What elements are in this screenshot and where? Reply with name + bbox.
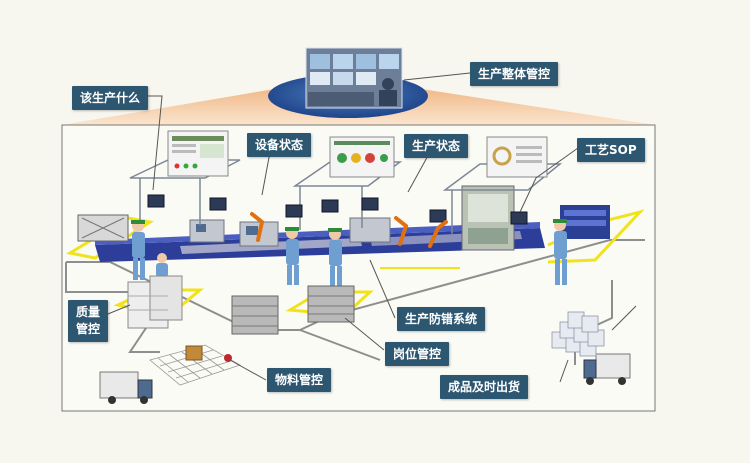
robot-arm-icon [250, 212, 448, 248]
terminal-screens [147, 194, 528, 225]
worker-icon [328, 228, 342, 286]
label-what-to-produce: 该生产什么 [72, 86, 149, 110]
line-machine-1 [189, 219, 225, 243]
monitor-icon [167, 130, 229, 177]
label-quality-control-line1: 质量 [75, 305, 100, 319]
monitor-icon [329, 136, 395, 178]
worker-icon [156, 253, 168, 277]
label-process-sop: 工艺SOP [577, 138, 645, 162]
worker-icon [131, 220, 145, 280]
label-finished-delivery: 成品及时出货 [440, 375, 529, 399]
gantry-3 [442, 163, 563, 235]
label-production-status: 生产状态 [404, 134, 469, 158]
rack-icon [231, 295, 279, 335]
rack-icon [127, 275, 183, 329]
label-quality-control-line2: 管控 [75, 322, 100, 336]
worker-icon [553, 219, 567, 285]
label-equipment-status: 设备状态 [247, 133, 312, 157]
label-error-proofing: 生产防错系统 [397, 307, 486, 331]
rack-icon [307, 285, 355, 323]
material-box [185, 345, 203, 361]
left-workbench [77, 214, 129, 242]
line-machine-2 [239, 221, 279, 247]
truck-icon [99, 371, 153, 404]
monitor-icon [486, 136, 548, 178]
label-post-control: 岗位管控 [385, 342, 450, 366]
label-material-control: 物料管控 [267, 368, 332, 392]
control-room-photo [305, 47, 403, 109]
large-machine [461, 185, 515, 251]
warehouse-icon [551, 311, 605, 357]
line-machine-3 [349, 217, 391, 243]
label-quality-control: 质量 管控 [68, 300, 108, 342]
floor-line-bottom [299, 329, 381, 361]
label-overall-control: 生产整体管控 [470, 62, 559, 86]
blue-machine [560, 205, 610, 239]
truck-icon [583, 353, 631, 385]
worker-icon [285, 227, 299, 285]
